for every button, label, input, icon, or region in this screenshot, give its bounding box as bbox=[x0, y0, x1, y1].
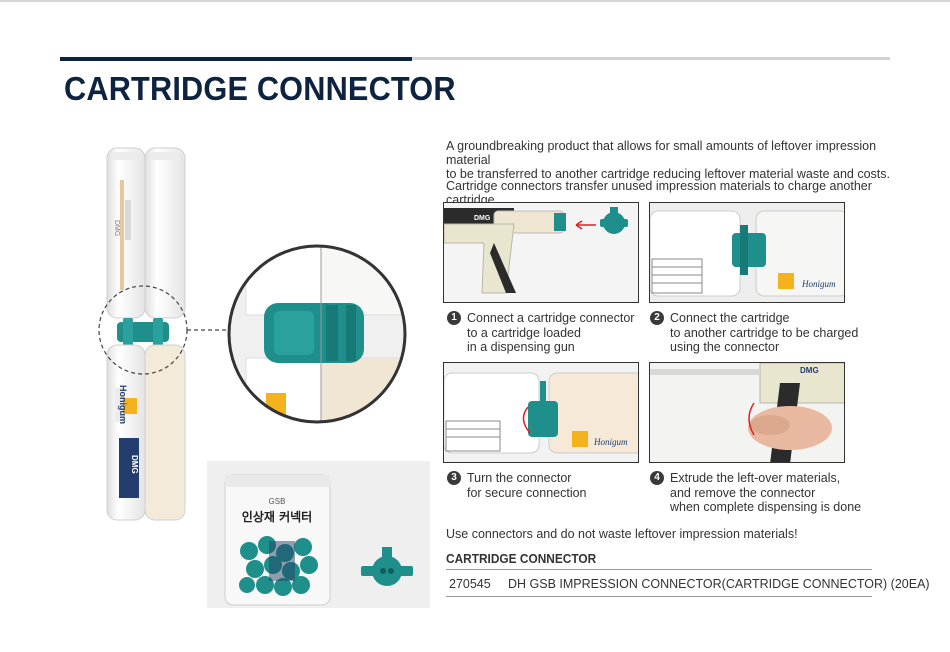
step-1-line-3: in a dispensing gun bbox=[467, 340, 575, 354]
top-rule bbox=[0, 0, 950, 2]
step-3-caption: 3 Turn the connector for secure connecti… bbox=[447, 471, 587, 500]
step-3-line-2: for secure connection bbox=[467, 485, 587, 500]
cartridge-label-text: DMG bbox=[113, 220, 120, 236]
package-title-label: 인상재 커넥터 bbox=[242, 509, 312, 524]
step-4-image: DMG bbox=[649, 362, 845, 463]
product-name-label: Honigum bbox=[118, 385, 128, 424]
step-2-image: Honigum bbox=[649, 202, 845, 303]
cartridge-illustration: DMG Honigum DMG bbox=[106, 147, 186, 521]
zoomed-connector-image bbox=[227, 244, 407, 424]
package-brand-label: GSB bbox=[269, 497, 286, 506]
gun-brand-label: DMG bbox=[474, 215, 491, 222]
step-2-line-3: using the connector bbox=[670, 340, 780, 354]
page-title: CARTRIDGE CONNECTOR bbox=[64, 70, 456, 107]
step-3-number: 3 bbox=[447, 471, 461, 485]
step-4-line-1: Extrude the left-over materials, bbox=[670, 471, 841, 485]
step-3-product-label: Honigum bbox=[593, 437, 628, 447]
spec-table-top-rule bbox=[446, 569, 872, 570]
step-1-line-2: to a cartridge loaded bbox=[467, 325, 581, 340]
brand-label: DMG bbox=[130, 455, 139, 474]
intro-line-1: A groundbreaking product that allows for… bbox=[446, 139, 877, 167]
spec-product-code: 270545 bbox=[449, 577, 491, 591]
closing-statement: Use connectors and do not waste leftover… bbox=[446, 527, 798, 541]
step-2-caption: 2 Connect the cartridge to another cartr… bbox=[650, 311, 858, 355]
package-bag-image: GSB 인상재 커넥터 bbox=[224, 474, 413, 606]
step-3-image: Honigum bbox=[443, 362, 639, 463]
intro-paragraph: A groundbreaking product that allows for… bbox=[446, 139, 906, 181]
step-4-brand-label: DMG bbox=[800, 366, 819, 375]
step-1-caption: 1 Connect a cartridge connector to a car… bbox=[447, 311, 634, 355]
step-4-line-2: and remove the connector bbox=[670, 485, 816, 500]
step-2-line-1: Connect the cartridge bbox=[670, 311, 790, 325]
title-rule bbox=[412, 57, 890, 60]
step-2-product-label: Honigum bbox=[801, 279, 836, 289]
step-1-line-1: Connect a cartridge connector bbox=[467, 311, 635, 325]
spec-table-bottom-rule bbox=[446, 596, 872, 597]
step-3-line-1: Turn the connector bbox=[467, 471, 572, 485]
spec-product-description: DH GSB IMPRESSION CONNECTOR(CARTRIDGE CO… bbox=[508, 577, 930, 591]
step-4-line-3: when complete dispensing is done bbox=[670, 500, 862, 514]
step-4-number: 4 bbox=[650, 471, 664, 485]
package-photo: GSB 인상재 커넥터 bbox=[207, 461, 430, 608]
intro-line-2: to be transferred to another cartridge r… bbox=[446, 167, 890, 181]
step-1-number: 1 bbox=[447, 311, 461, 325]
zoom-callout-lines bbox=[98, 285, 228, 375]
step-4-caption: 4 Extrude the left-over materials, and r… bbox=[650, 471, 861, 515]
title-accent-bar bbox=[60, 57, 412, 61]
step-2-number: 2 bbox=[650, 311, 664, 325]
step-2-line-2: to another cartridge to be charged bbox=[670, 325, 859, 340]
step-1-image: DMG bbox=[443, 202, 639, 303]
spec-table-title: CARTRIDGE CONNECTOR bbox=[446, 552, 597, 566]
